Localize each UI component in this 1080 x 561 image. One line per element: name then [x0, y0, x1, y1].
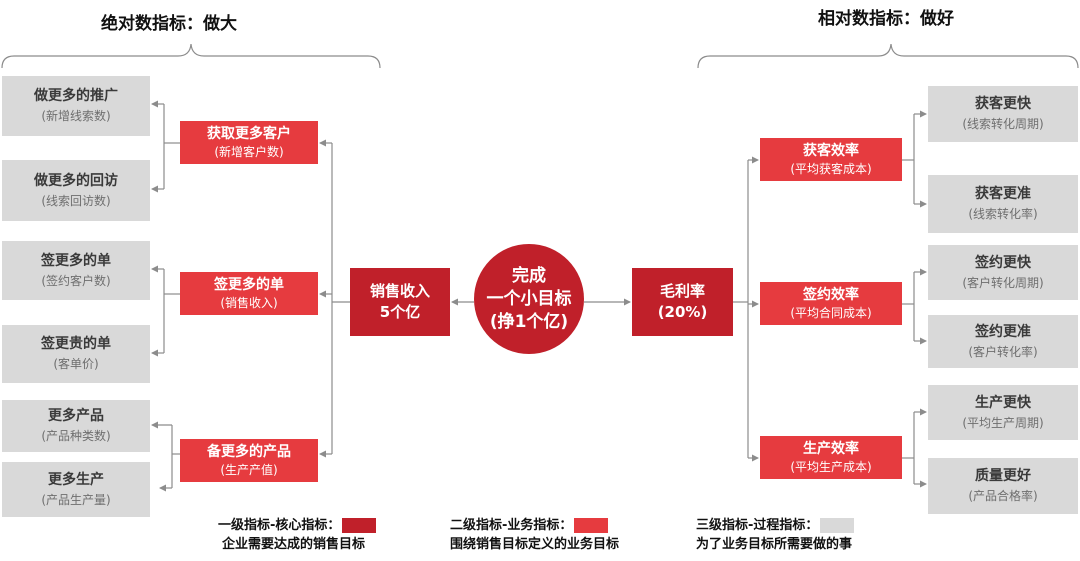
- metric-subtitle: (客户转化率): [968, 344, 1038, 359]
- metric-title: 更多产品: [48, 408, 104, 424]
- metric-acquisition-efficiency: 获客效率 (平均获客成本): [760, 138, 902, 181]
- legend-swatch-level1: [342, 518, 377, 533]
- goal-line-2: 一个小目标: [486, 288, 572, 309]
- metric-target: (20%): [657, 303, 708, 321]
- legend-swatch-level2: [574, 518, 609, 533]
- metric-gross-margin: 毛利率 (20%): [632, 268, 733, 336]
- legend-swatch-level3: [820, 518, 855, 533]
- metric-title: 更多生产: [48, 471, 104, 488]
- metric-title: 质量更好: [975, 468, 1031, 484]
- metric-title: 获取更多客户: [207, 125, 291, 142]
- metric-stock-more-products: 备更多的产品 (生产产值): [180, 439, 318, 482]
- metric-more-production: 更多生产 (产品生产量): [2, 462, 150, 517]
- metric-more-deals: 签更多的单 (签约客户数): [2, 241, 150, 300]
- left-brace: [1, 43, 381, 69]
- metric-sign-more-deals: 签更多的单 (销售收入): [180, 272, 318, 315]
- metric-title: 获客更准: [975, 186, 1031, 202]
- metric-subtitle: (销售收入): [220, 295, 278, 310]
- metric-subtitle: (平均合同成本): [790, 305, 872, 320]
- metric-signing-efficiency: 签约效率 (平均合同成本): [760, 282, 902, 325]
- metric-faster-signing: 签约更快 (客户转化周期): [928, 245, 1078, 300]
- metric-title: 签更贵的单: [41, 336, 111, 352]
- metric-title: 签更多的单: [214, 276, 284, 293]
- metric-subtitle: (线索转化周期): [962, 117, 1044, 131]
- legend-title: 三级指标-过程指标：: [696, 518, 819, 533]
- metric-title: 做更多的回访: [34, 172, 118, 189]
- metric-title: 毛利率: [659, 282, 705, 300]
- metric-precise-signing: 签约更准 (客户转化率): [928, 315, 1078, 368]
- metric-title: 签约效率: [803, 286, 859, 303]
- metric-subtitle: (签约客户数): [41, 273, 111, 288]
- metric-target: 5个亿: [379, 303, 421, 321]
- metric-subtitle: (新增线索数): [41, 109, 111, 123]
- metric-title: 销售收入: [369, 282, 430, 300]
- legend-description: 围绕销售目标定义的业务目标: [450, 537, 620, 552]
- legend-title: 二级指标-业务指标：: [450, 518, 573, 533]
- metric-subtitle: (客户转化周期): [962, 275, 1044, 290]
- metric-sales-revenue: 销售收入 5个亿: [350, 268, 450, 336]
- right-brace: [697, 43, 1079, 69]
- goal-line-3: (挣1个亿): [489, 311, 569, 332]
- metric-subtitle: (产品合格率): [968, 489, 1038, 503]
- metric-title: 签更多的单: [41, 252, 111, 269]
- metric-more-promotion: 做更多的推广 (新增线索数): [2, 76, 150, 136]
- metric-title: 备更多的产品: [207, 443, 291, 460]
- metric-subtitle: (产品生产量): [41, 492, 111, 507]
- legend-level2: 二级指标-业务指标： 围绕销售目标定义的业务目标: [450, 516, 619, 554]
- metric-subtitle: (新增客户数): [214, 144, 284, 159]
- metric-faster-production: 生产更快 (平均生产周期): [928, 385, 1078, 440]
- legend-level1: 一级指标-核心指标： 企业需要达成的销售目标: [218, 516, 377, 554]
- center-goal: 完成 一个小目标 (挣1个亿): [474, 244, 584, 354]
- metric-subtitle: (平均生产周期): [962, 415, 1044, 430]
- metric-more-products: 更多产品 (产品种类数): [2, 400, 150, 452]
- legend-description: 为了业务目标所需要做的事: [696, 537, 853, 552]
- metric-production-efficiency: 生产效率 (平均生产成本): [760, 436, 902, 479]
- metric-title: 获客效率: [803, 142, 859, 159]
- metric-faster-acquisition: 获客更快 (线索转化周期): [928, 86, 1078, 142]
- metric-acquire-more-customers: 获取更多客户 (新增客户数): [180, 121, 318, 164]
- goal-line-1: 完成: [512, 265, 546, 286]
- metric-pricier-deals: 签更贵的单 (客单价): [2, 325, 150, 383]
- metric-subtitle: (客单价): [53, 357, 99, 371]
- metric-subtitle: (平均获客成本): [790, 161, 872, 176]
- metric-title: 做更多的推广: [34, 88, 118, 104]
- metric-subtitle: (产品种类数): [41, 429, 111, 443]
- legend-title: 一级指标-核心指标：: [218, 518, 341, 533]
- metric-subtitle: (平均生产成本): [790, 459, 872, 474]
- metric-subtitle: (线索转化率): [968, 207, 1038, 221]
- metric-title: 获客更快: [975, 96, 1031, 112]
- metric-title: 签约更准: [975, 323, 1031, 340]
- metric-title: 生产效率: [803, 440, 859, 457]
- legend-description: 企业需要达成的销售目标: [222, 537, 366, 552]
- metric-title: 签约更快: [975, 254, 1031, 271]
- metric-precise-acquisition: 获客更准 (线索转化率): [928, 175, 1078, 233]
- left-heading: 绝对数指标：做大: [101, 14, 237, 34]
- metric-subtitle: (生产产值): [220, 462, 278, 477]
- metric-better-quality: 质量更好 (产品合格率): [928, 458, 1078, 514]
- metric-more-followups: 做更多的回访 (线索回访数): [2, 160, 150, 221]
- right-heading: 相对数指标：做好: [818, 9, 954, 29]
- metric-subtitle: (线索回访数): [41, 193, 111, 208]
- metric-title: 生产更快: [975, 394, 1031, 411]
- legend-level3: 三级指标-过程指标： 为了业务目标所需要做的事: [696, 516, 855, 554]
